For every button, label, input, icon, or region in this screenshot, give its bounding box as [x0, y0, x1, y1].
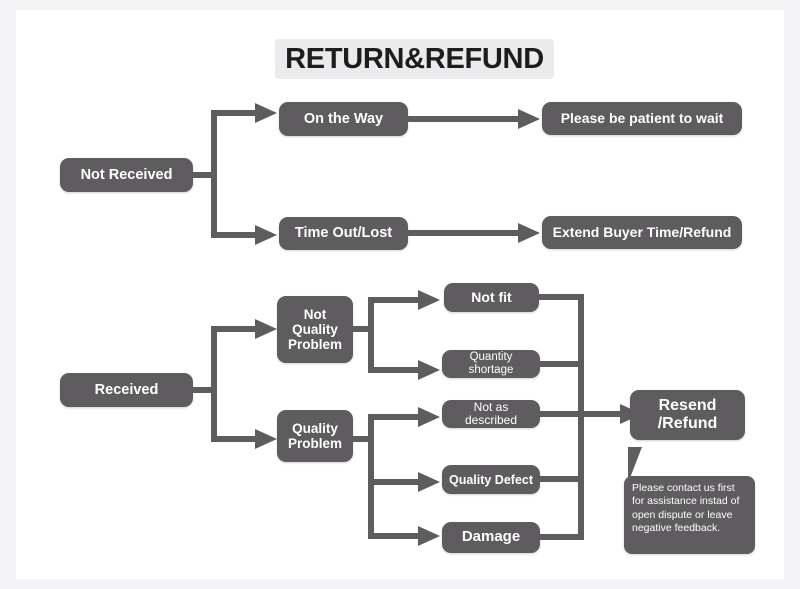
- node-not-as-described-label: Not as described: [464, 399, 518, 427]
- node-time-out-lost[interactable]: Time Out/Lost: [279, 217, 408, 250]
- connector-time-out-to-extend: [408, 230, 520, 236]
- node-not-fit-label: Not fit: [471, 288, 512, 305]
- flowchart-canvas: RETURN&REFUND Not Received On the Way Pl…: [16, 10, 784, 579]
- connector-not-quality-stub: [353, 326, 373, 332]
- connector-to-quantity-shortage: [368, 367, 420, 373]
- connector-to-time-out: [211, 232, 257, 238]
- connector-collector-bus: [578, 294, 584, 540]
- connector-quality-split: [368, 414, 374, 539]
- node-not-received[interactable]: Not Received: [60, 158, 193, 192]
- callout-tail: [628, 447, 700, 483]
- connector-to-on-the-way: [211, 110, 257, 116]
- connector-to-not-as-described: [368, 414, 420, 420]
- connector-to-quality-defect: [368, 479, 420, 485]
- arrowhead-please-wait: [518, 109, 540, 129]
- connector-on-the-way-to-wait: [408, 116, 520, 122]
- node-not-fit[interactable]: Not fit: [444, 283, 539, 312]
- callout-note: Please contact us first for assistance i…: [624, 476, 755, 554]
- arrowhead-damage: [418, 526, 440, 546]
- page-title: RETURN&REFUND: [285, 43, 544, 75]
- node-extend-buyer[interactable]: Extend Buyer Time/Refund: [542, 216, 742, 249]
- connector-damage-tail: [539, 534, 584, 540]
- node-damage-label: Damage: [461, 528, 521, 546]
- node-resend-refund[interactable]: Resend /Refund: [630, 390, 745, 440]
- arrowhead-quality-defect: [418, 472, 440, 492]
- node-quality-defect-label: Quality Defect: [448, 472, 534, 487]
- node-quality-problem-label: Quality Problem: [287, 420, 342, 451]
- node-damage[interactable]: Damage: [442, 522, 540, 553]
- connector-to-damage: [368, 533, 420, 539]
- node-not-received-label: Not Received: [80, 166, 173, 183]
- node-on-the-way[interactable]: On the Way: [279, 102, 408, 136]
- node-quantity-shortage-label: Quantity shortage: [468, 351, 514, 376]
- connector-received-split: [211, 326, 217, 442]
- connector-to-quality: [211, 436, 257, 442]
- arrowhead-not-fit: [418, 290, 440, 310]
- node-quality-problem[interactable]: Quality Problem: [277, 410, 353, 462]
- connector-not-fit-tail: [539, 294, 584, 300]
- node-time-out-lost-label: Time Out/Lost: [294, 225, 393, 242]
- connector-not-received-stub: [193, 172, 217, 178]
- node-on-the-way-label: On the Way: [303, 110, 384, 127]
- node-quality-defect[interactable]: Quality Defect: [442, 465, 540, 494]
- connector-quality-stub: [353, 436, 373, 442]
- node-not-quality-problem[interactable]: Not Quality Problem: [277, 296, 353, 363]
- node-please-wait[interactable]: Please be patient to wait: [542, 102, 742, 135]
- node-not-as-described[interactable]: Not as described: [442, 400, 540, 428]
- title-banner: [275, 39, 554, 79]
- connector-to-not-quality: [211, 326, 257, 332]
- node-received-label: Received: [94, 381, 159, 398]
- connector-not-quality-split: [368, 297, 374, 373]
- connector-not-received-split: [211, 110, 217, 238]
- connector-bus-to-resend: [578, 411, 622, 417]
- connector-to-not-fit: [368, 297, 420, 303]
- arrowhead-time-out: [255, 225, 277, 245]
- arrowhead-not-quality: [255, 319, 277, 339]
- node-extend-buyer-label: Extend Buyer Time/Refund: [552, 223, 732, 240]
- node-quantity-shortage[interactable]: Quantity shortage: [442, 350, 540, 378]
- connector-quality-defect-tail: [539, 476, 584, 482]
- connector-received-stub: [193, 387, 217, 393]
- connector-quantity-shortage-tail: [539, 361, 584, 367]
- arrowhead-quantity-shortage: [418, 360, 440, 380]
- node-please-wait-label: Please be patient to wait: [560, 109, 724, 126]
- connector-not-as-described-tail: [539, 411, 584, 417]
- arrowhead-on-the-way: [255, 103, 277, 123]
- arrowhead-not-as-described: [418, 407, 440, 427]
- arrowhead-quality: [255, 429, 277, 449]
- node-resend-refund-label: Resend /Refund: [657, 397, 718, 432]
- node-not-quality-problem-label: Not Quality Problem: [287, 306, 342, 353]
- arrowhead-extend-buyer: [518, 223, 540, 243]
- node-received[interactable]: Received: [60, 373, 193, 407]
